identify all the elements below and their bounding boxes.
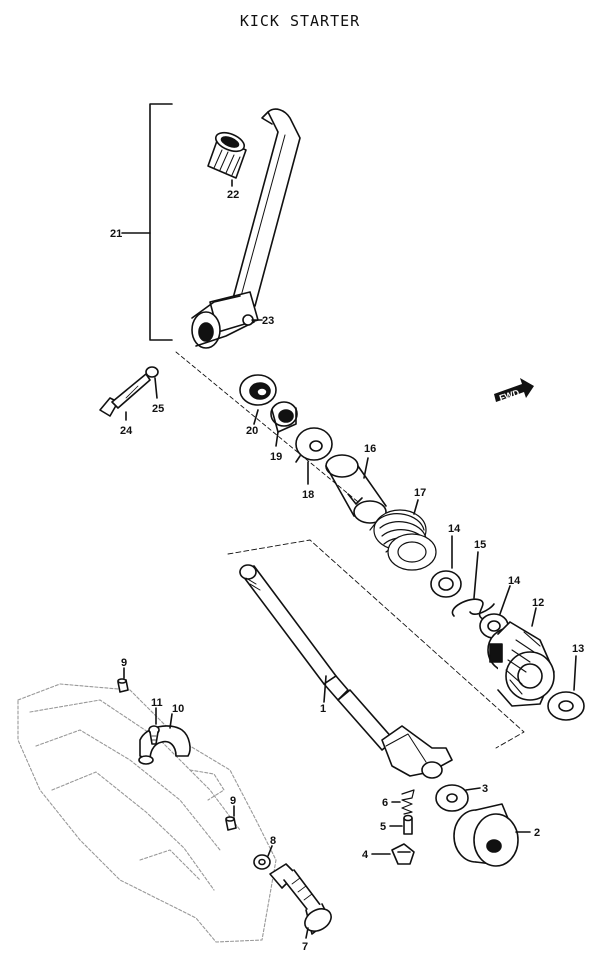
callout-14-upper: 14 [448,523,461,535]
sub-assembly-box [227,539,525,749]
kick-shaft [239,564,453,779]
plug-washer [253,854,271,870]
leader-20 [253,409,259,425]
leader-3 [465,787,481,791]
callout-22: 22 [227,189,239,201]
shaft-cap [453,803,519,867]
leader-7 [305,927,309,939]
forward-direction-indicator: FWD [494,378,534,403]
shaft-washer [435,784,469,812]
leader-8 [267,845,273,857]
callout-8: 8 [270,835,276,847]
assembly-bracket-21 [149,103,173,341]
leader-14b [499,585,511,615]
callout-25: 25 [152,403,164,415]
kick-lever [191,108,301,349]
callout-20: 20 [246,425,258,437]
pawl-spring [401,789,415,815]
oil-seal [239,374,277,406]
callout-23: 23 [262,315,274,327]
callout-5: 5 [380,821,386,833]
dowel-pin-lower [225,816,237,831]
washer-upper [430,570,462,598]
callout-15: 15 [474,539,486,551]
thrust-washer [295,427,333,463]
fwd-label: FWD [498,387,521,403]
kick-spring [369,509,437,571]
leader-17 [413,499,419,515]
callout-18: 18 [302,489,314,501]
callout-21: 21 [110,228,122,240]
lever-bolt [99,373,151,417]
leader-12 [531,607,537,627]
pawl-pin [403,814,413,835]
callout-13: 13 [572,643,584,655]
callout-10: 10 [172,703,184,715]
leader-16 [363,457,369,479]
spring-clip [451,598,495,621]
leader-15 [473,551,479,599]
callout-9-upper: 9 [121,657,127,669]
callout-19: 19 [270,451,282,463]
crankcase-section [17,683,277,943]
plug-bolt [269,863,332,935]
callout-12: 12 [532,597,544,609]
callout-11: 11 [151,697,163,709]
lever-washer [145,366,159,378]
callout-3: 3 [482,783,488,795]
callout-14-lower: 14 [508,575,521,587]
spring-guide [325,454,387,524]
callout-1: 1 [320,703,326,715]
callout-9-lower: 9 [230,795,236,807]
callout-17: 17 [414,487,426,499]
callout-2: 2 [534,827,540,839]
callout-6: 6 [382,797,388,809]
callout-24: 24 [120,425,133,437]
stopper-block [391,843,415,865]
callout-4: 4 [362,849,369,861]
gear-washer [547,691,585,721]
dowel-pin-upper [117,678,129,693]
shaft-bushing [270,401,298,433]
callout-7: 7 [302,941,308,953]
part-callouts: 21 22 23 24 25 20 19 18 16 17 14 15 14 1… [110,189,584,953]
leader-1 [323,675,327,703]
clamp-screw [148,725,160,745]
leader-19 [275,431,279,447]
assembly-axis [175,351,381,521]
kick-gear [487,621,555,707]
kick-grip-rubber [207,131,247,179]
leader-25 [154,377,158,399]
leader-13 [573,655,577,691]
leader-10 [169,713,173,729]
diagram-title: KICK STARTER [239,12,361,30]
callout-16: 16 [364,443,376,455]
